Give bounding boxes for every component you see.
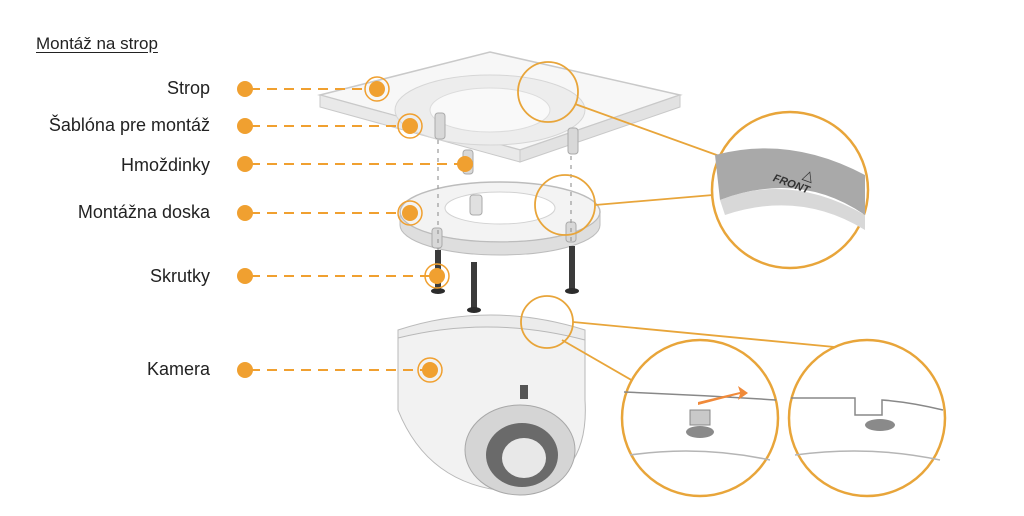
- ceiling-plate: [317, 51, 683, 163]
- label-sablona: Šablóna pre montáž: [48, 115, 210, 135]
- label-doska: Montážna doska: [77, 202, 210, 222]
- label-skrutky: Skrutky: [149, 266, 210, 286]
- leader-lines: [250, 88, 460, 371]
- callout-camera-notch: [520, 295, 846, 386]
- zoom-front: [710, 110, 870, 270]
- target-markers: [364, 76, 473, 383]
- label-hmozdinky: Hmoždinky: [120, 155, 210, 175]
- zoom-notch-after: [787, 338, 947, 498]
- zoom-notch-before: [620, 338, 780, 498]
- label-dots: [237, 81, 253, 378]
- camera: [397, 314, 586, 496]
- mounting-plate: [399, 181, 601, 256]
- callout-plate-front: [534, 174, 714, 236]
- label-kamera: Kamera: [146, 359, 210, 379]
- callout-ceiling-arrow: [517, 61, 726, 159]
- screws: [431, 246, 579, 313]
- guide-lines: [437, 140, 572, 250]
- diagram-title: Montáž na strop: [36, 34, 158, 53]
- label-strop: Strop: [166, 78, 210, 98]
